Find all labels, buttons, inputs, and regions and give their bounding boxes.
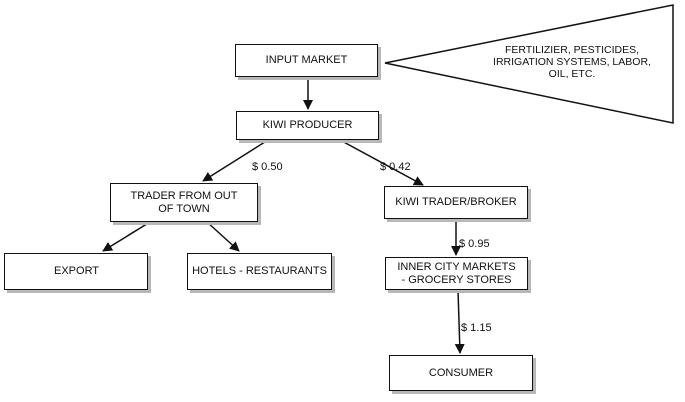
price-label-broker-to-markets: $ 0.95 <box>459 238 490 250</box>
hotels-restaurants-node: HOTELS - RESTAURANTS <box>187 253 332 290</box>
consumer-node: CONSUMER <box>389 355 533 391</box>
input-market-node: INPUT MARKET <box>235 44 378 77</box>
inputs-callout-text: FERTILIZIER, PESTICIDES, IRRIGATION SYST… <box>493 44 651 80</box>
export-node: EXPORT <box>4 253 148 290</box>
price-label-producer-to-trader: $ 0.50 <box>252 161 283 173</box>
inner-city-markets-node: INNER CITY MARKETS - GROCERY STORES <box>385 257 528 290</box>
arrow-trader-to-hotels <box>206 221 240 252</box>
arrow-producer-to-trader <box>202 139 269 182</box>
arrow-markets-to-consumer <box>454 289 465 354</box>
kiwi-trader-broker-node: KIWI TRADER/BROKER <box>384 186 528 219</box>
price-label-producer-to-broker: $ 0.42 <box>380 161 411 173</box>
price-label-markets-to-consumer: $ 1.15 <box>461 322 492 334</box>
kiwi-producer-node: KIWI PRODUCER <box>236 111 379 140</box>
trader-out-of-town-node: TRADER FROM OUT OF TOWN <box>110 183 258 222</box>
arrow-producer-to-broker <box>339 139 424 186</box>
inputs-callout-triangle <box>384 4 674 124</box>
arrow-trader-to-export <box>102 221 151 252</box>
